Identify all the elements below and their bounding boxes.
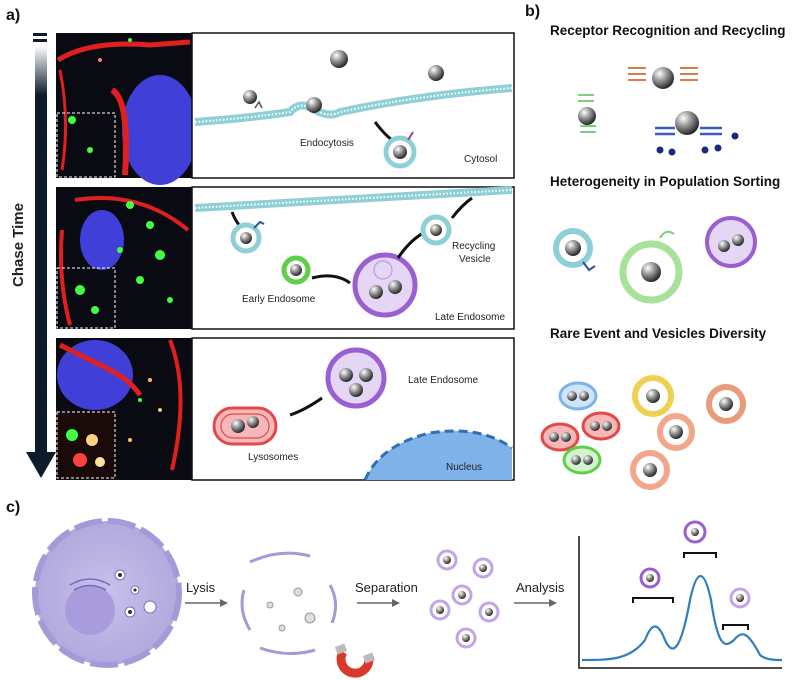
heading-heterogeneity: Heterogeneity in Population Sorting [550,174,780,189]
step-lysis: Lysis [186,580,216,595]
label-nucleus: Nucleus [446,462,482,473]
heterogeneity-illustration [553,216,757,304]
label-endocytosis: Endocytosis [300,138,354,149]
heading-rare-event: Rare Event and Vesicles Diversity [550,326,767,341]
label-cytosol: Cytosol [464,154,497,165]
micrograph-stage-1 [56,33,198,185]
receptor-illustration [578,67,739,156]
chase-time-label: Chase Time [10,203,27,287]
analysis-chart [578,520,783,669]
label-early-endosome: Early Endosome [242,294,316,305]
label-late-endosome-2: Late Endosome [408,375,478,386]
schematic-stage-1: Endocytosis Cytosol [191,32,515,179]
label-lysosomes: Lysosomes [248,452,298,463]
panel-c-letter: c) [6,499,20,516]
separated-vesicles [429,549,500,649]
panel-b-letter: b) [525,3,540,20]
label-recycling: Recycling [452,241,495,252]
label-late-endosome-1: Late Endosome [435,312,505,323]
micrograph-stage-2 [56,187,192,329]
step-arrows [185,599,557,607]
diversity-illustration [540,375,746,490]
chase-time-arrow [26,33,56,478]
lysed-fragments [240,551,337,655]
schematic-stage-3: Late Endosome Lysosomes Nucleus [191,337,515,481]
step-analysis: Analysis [516,580,565,595]
micrograph-stage-3 [56,338,192,480]
label-vesicle: Vesicle [459,254,491,265]
heading-receptor-recognition: Receptor Recognition and Recycling [550,23,786,38]
step-separation: Separation [355,580,418,595]
magnet-icon [334,643,376,678]
panel-a-letter: a) [6,7,20,24]
whole-cell [32,518,182,668]
schematic-stage-2: Recycling Vesicle Early Endosome Late En… [191,186,515,330]
